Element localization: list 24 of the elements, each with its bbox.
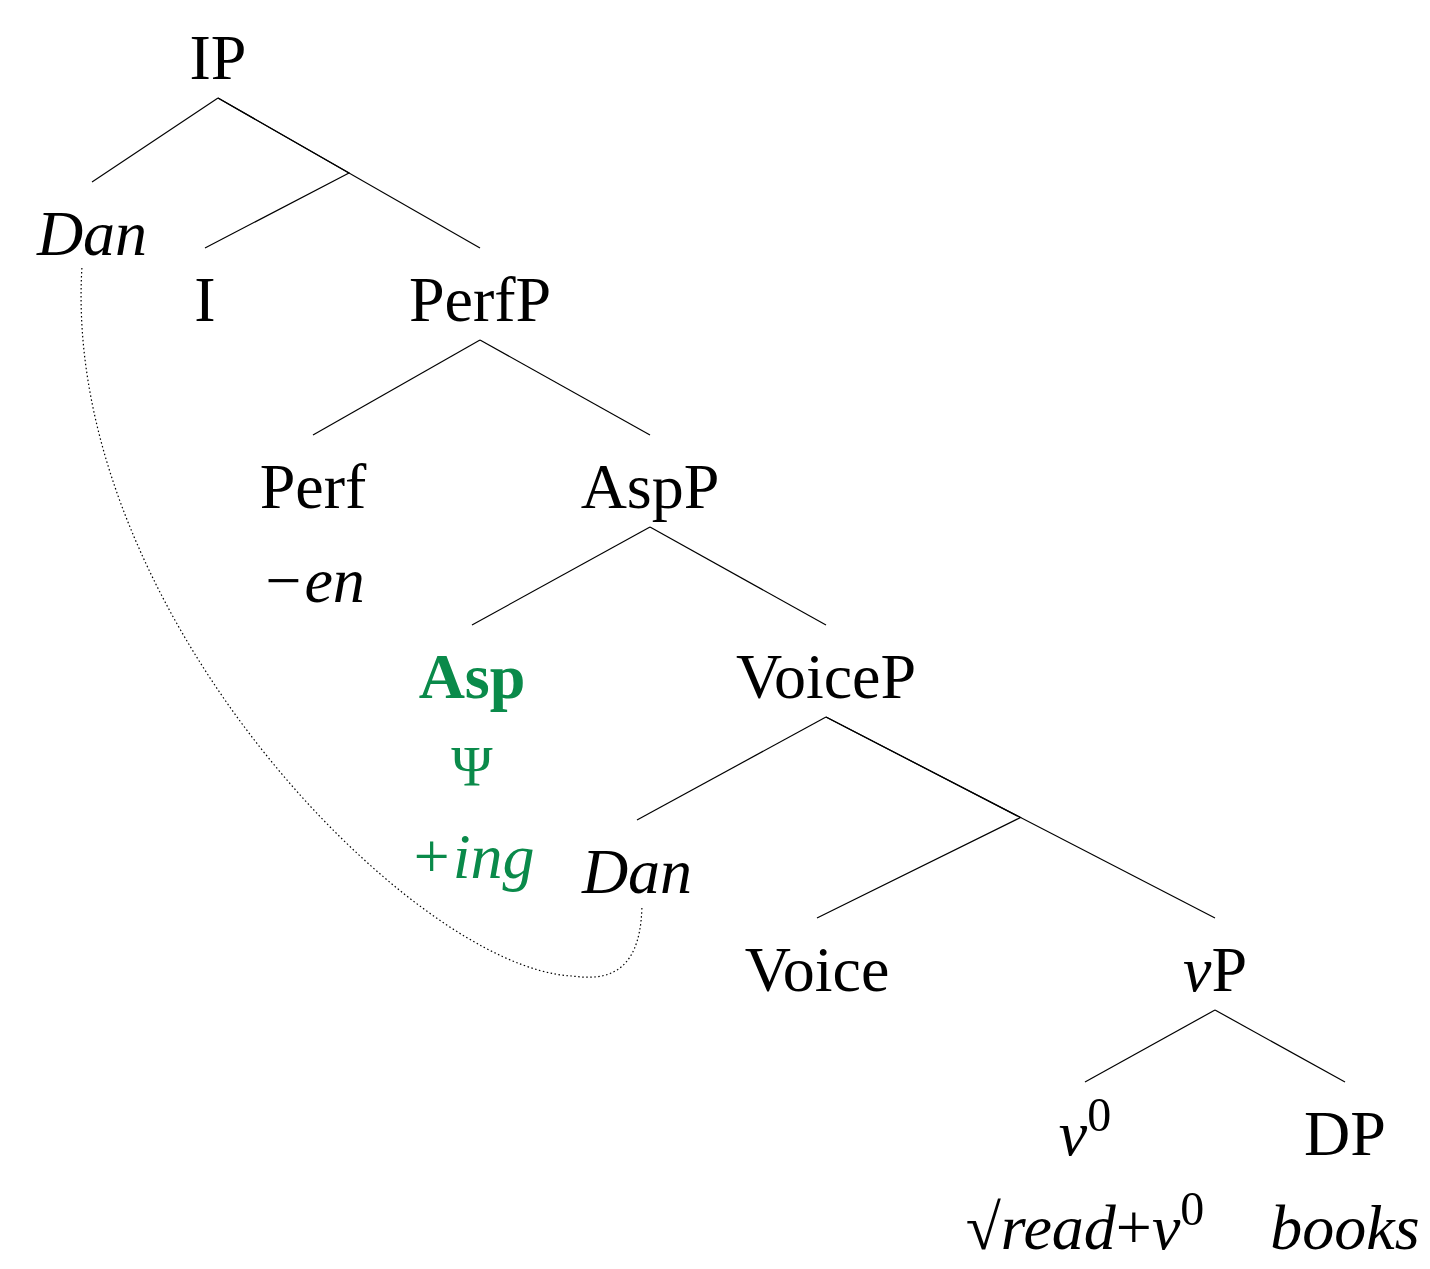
node-label: IP	[189, 26, 247, 90]
branch-line	[91, 97, 219, 183]
node-label: Dan	[581, 840, 693, 904]
branch-line	[471, 526, 651, 626]
branch-line	[825, 716, 1216, 919]
node-label: Dan	[36, 202, 148, 266]
node-label: books	[1270, 1196, 1420, 1260]
branch-line	[1084, 1009, 1216, 1083]
node-label: −en	[261, 549, 365, 613]
branch-line	[636, 716, 827, 821]
branch-line	[1214, 1009, 1346, 1083]
node-label: Ψ	[451, 739, 493, 795]
branch-line	[479, 339, 651, 436]
node-label: PerfP	[408, 268, 552, 332]
node-label: VoiceP	[735, 645, 917, 709]
branch-line	[649, 526, 827, 626]
node-label: I	[194, 268, 216, 332]
node-label: Voice	[744, 938, 890, 1002]
node-label: Perf	[259, 455, 367, 519]
node-label: vP	[1183, 938, 1247, 1002]
movement-line	[81, 267, 643, 978]
branch-line	[312, 339, 481, 436]
branch-line	[217, 97, 481, 249]
node-label: DP	[1304, 1102, 1386, 1166]
